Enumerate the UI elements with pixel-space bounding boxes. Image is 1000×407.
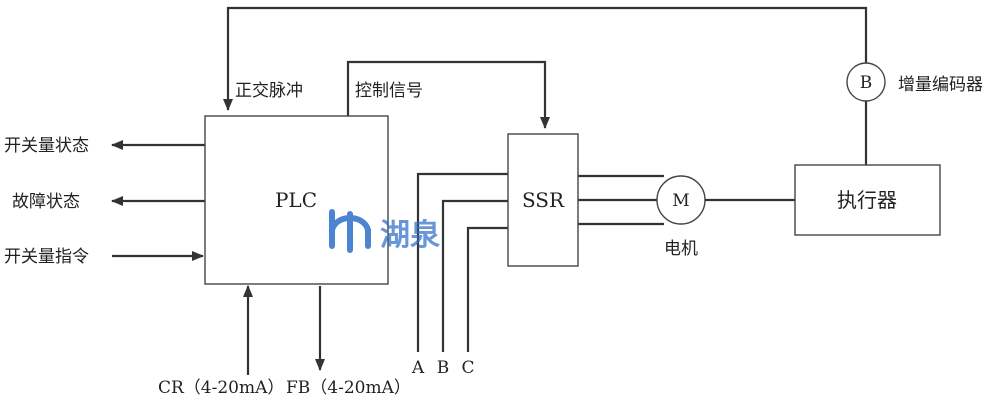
phase-c-line — [466, 226, 508, 352]
ssr-label: SSR — [522, 188, 565, 212]
fb-label: FB（4-20mA） — [286, 378, 411, 398]
encoder-symbol-label: B — [860, 73, 873, 93]
phase-a-label: A — [411, 358, 425, 378]
plc-label: PLC — [275, 188, 317, 212]
quadrature-pulse-line — [223, 6, 868, 111]
fault-state-label: 故障状态 — [12, 192, 80, 212]
ssr-block — [507, 133, 579, 267]
logo-mark-icon — [329, 209, 371, 253]
switch-state-label: 开关量状态 — [4, 136, 89, 156]
watermark-text: 湖泉 — [380, 218, 440, 253]
phase-b-label: B — [437, 358, 450, 378]
watermark-logo: 湖泉 — [329, 209, 440, 253]
phase-b-line — [441, 199, 508, 352]
actuator-block — [794, 164, 941, 236]
encoder-symbol — [846, 62, 886, 102]
quadrature-pulse-label: 正交脉冲 — [235, 81, 303, 101]
motor-label: 电机 — [664, 239, 698, 259]
motor-symbol — [656, 175, 706, 225]
plc-block — [204, 115, 389, 285]
encoder-label: 增量编码器 — [898, 75, 983, 95]
switch-command-label: 开关量指令 — [4, 247, 89, 267]
phase-a-line — [416, 172, 508, 352]
control-signal-label: 控制信号 — [355, 81, 423, 101]
phase-c-label: C — [461, 358, 474, 378]
control-signal-line — [346, 60, 550, 129]
cr-label: CR（4-20mA） — [158, 378, 284, 398]
motor-symbol-label: M — [672, 191, 689, 211]
actuator-label: 执行器 — [837, 188, 897, 212]
